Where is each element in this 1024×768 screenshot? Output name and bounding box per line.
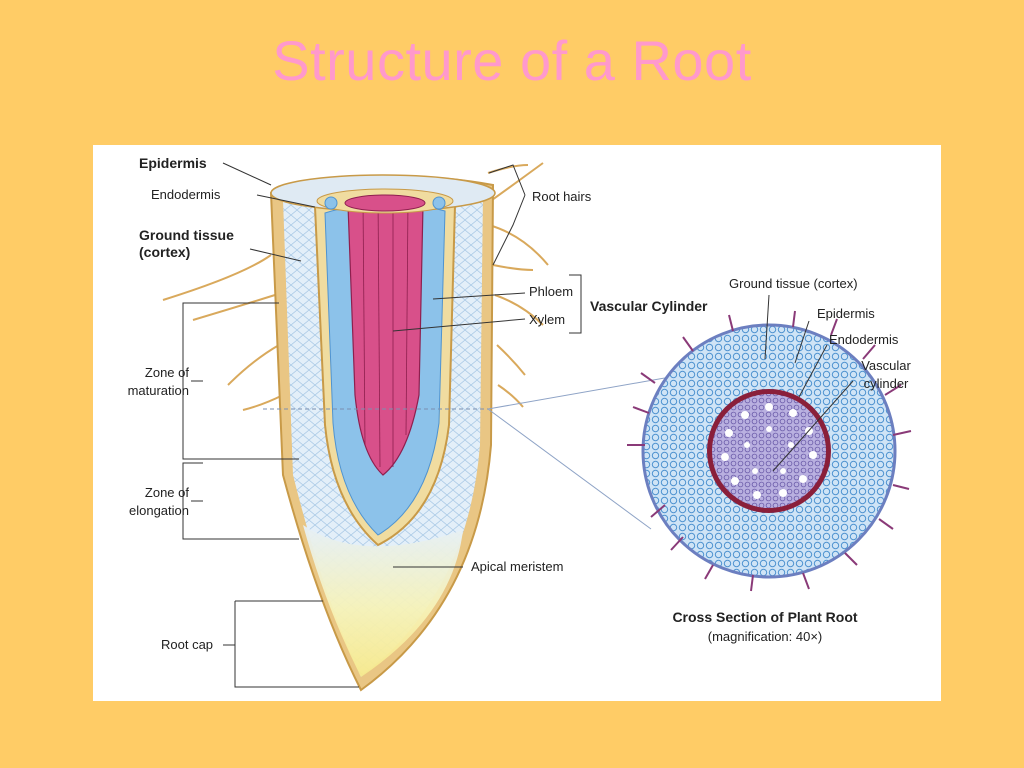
label-cs-vascular-1: Vascular: [861, 358, 911, 373]
label-root-hairs: Root hairs: [532, 189, 592, 204]
root-cap-region: [303, 525, 463, 677]
label-cs-vascular-2: cylinder: [863, 376, 909, 391]
label-cs-caption: Cross Section of Plant Root: [672, 609, 858, 625]
label-phloem: Phloem: [529, 284, 574, 299]
label-ground-tissue-sub: (cortex): [139, 244, 191, 260]
leader-lines: [182, 162, 854, 688]
label-root-cap: Root cap: [161, 637, 214, 652]
cross-section: [627, 310, 912, 592]
label-zone-maturation-2: maturation: [127, 383, 189, 398]
label-apical-meristem: Apical meristem: [471, 559, 564, 574]
label-zone-elongation-2: elongation: [129, 503, 189, 518]
diagram-panel: Epidermis Endodermis Ground tissue (cort…: [93, 145, 941, 701]
label-zone-maturation-1: Zone of: [144, 365, 189, 380]
label-cs-magnification: (magnification: 40×): [707, 629, 823, 644]
label-cs-endodermis: Endodermis: [829, 332, 899, 347]
label-endodermis: Endodermis: [151, 187, 221, 202]
label-xylem: Xylem: [529, 312, 566, 327]
label-ground-tissue: Ground tissue: [139, 227, 234, 243]
slide-title: Structure of a Root: [272, 29, 752, 92]
label-epidermis: Epidermis: [139, 155, 207, 171]
label-cs-epidermis: Epidermis: [817, 306, 875, 321]
label-zone-elongation-1: Zone of: [144, 485, 189, 500]
label-cs-ground-tissue: Ground tissue (cortex): [729, 276, 858, 291]
root-diagram-illustration: [162, 162, 912, 692]
label-vascular-cylinder: Vascular Cylinder: [590, 298, 708, 314]
